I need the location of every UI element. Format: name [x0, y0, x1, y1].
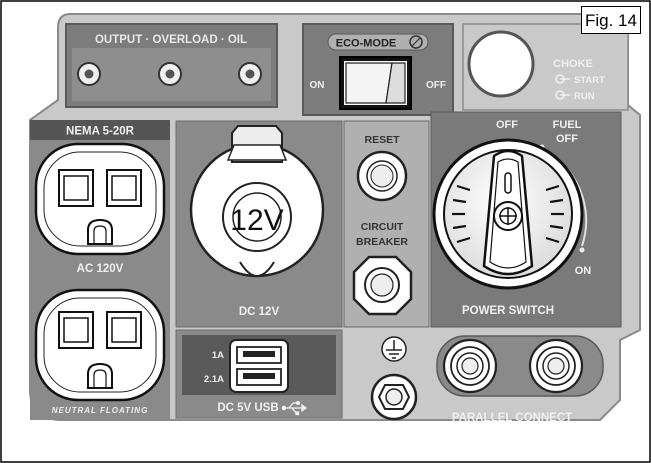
indicator-label: OUTPUT · OVERLOAD · OIL — [95, 34, 247, 46]
dc12-label: DC 12V — [239, 306, 280, 318]
parallel-connect-area: PARALLEL CONNECT — [436, 335, 604, 424]
dc12-socket-text: 12V — [230, 204, 283, 237]
usb-port2-label: 2.1A — [204, 374, 224, 385]
choke-knob[interactable] — [467, 30, 535, 98]
choke-run-icon — [555, 90, 570, 100]
ac-outlet-upper[interactable] — [34, 142, 166, 256]
power-on-label: ON — [575, 265, 592, 277]
reset-label: RESET — [364, 134, 400, 146]
leaf-icon — [409, 35, 423, 49]
power-switch-knob[interactable] — [432, 138, 584, 290]
breaker-label-line1: CIRCUIT — [361, 221, 404, 233]
reset-button[interactable] — [356, 150, 408, 202]
ground-symbol-icon — [381, 336, 407, 362]
usb-port-1a[interactable] — [236, 346, 282, 364]
parallel-terminal-left[interactable] — [442, 338, 498, 394]
ac-outlet-area: NEMA 5-20R AC 120V NEUTRAL FLOATING — [30, 120, 170, 420]
power-switch-area: OFF FUEL OFF ON — [430, 111, 622, 328]
reset-breaker-area: RESET CIRCUIT BREAKER — [343, 120, 430, 328]
parallel-terminal-right[interactable] — [528, 338, 584, 394]
oil-indicator-light — [238, 62, 262, 86]
ac-outlet-lower[interactable] — [34, 288, 166, 402]
nema-label: NEMA 5-20R — [66, 126, 135, 138]
neutral-floating-label: NEUTRAL FLOATING — [52, 406, 149, 415]
eco-on-label: ON — [310, 80, 325, 91]
ground-terminal-area — [344, 330, 430, 421]
choke-run-label: RUN — [574, 91, 595, 102]
choke-label: CHOKE — [553, 58, 593, 70]
circuit-breaker-button[interactable] — [352, 255, 413, 316]
eco-mode-switch-area: ECO-MODE ON OFF — [302, 23, 454, 116]
output-indicator-light — [77, 62, 101, 86]
usb-area: 1A 2.1A DC 5V USB — [175, 329, 343, 419]
power-off-label: OFF — [496, 119, 518, 131]
on-dot — [579, 247, 585, 253]
usb-port1-label: 1A — [212, 350, 224, 361]
parallel-label: PARALLEL CONNECT — [452, 412, 572, 424]
indicator-panel: OUTPUT · OVERLOAD · OIL — [65, 23, 278, 108]
overload-indicator-light — [158, 62, 182, 86]
ac-voltage-label: AC 120V — [77, 263, 124, 275]
eco-off-label: OFF — [426, 80, 446, 91]
usb-icon — [281, 401, 308, 416]
power-switch-label: POWER SWITCH — [462, 305, 554, 317]
choke-area: CHOKE START RUN — [462, 23, 629, 111]
usb-port-2-1a[interactable] — [236, 368, 282, 386]
breaker-label-line2: BREAKER — [356, 236, 408, 248]
choke-start-icon — [555, 74, 570, 84]
dc12-socket-area: 12V DC 12V — [175, 120, 343, 328]
fuel-off-label-2: OFF — [556, 133, 578, 145]
dc12-socket[interactable]: 12V — [189, 125, 325, 278]
fuel-off-label-1: FUEL — [553, 119, 582, 131]
ground-terminal[interactable] — [370, 373, 418, 421]
eco-rocker-switch[interactable] — [339, 56, 412, 110]
choke-start-label: START — [574, 75, 605, 86]
figure-label: Fig. 14 — [581, 6, 641, 34]
usb-label: DC 5V USB — [217, 402, 278, 414]
eco-mode-label: ECO-MODE — [336, 38, 397, 50]
